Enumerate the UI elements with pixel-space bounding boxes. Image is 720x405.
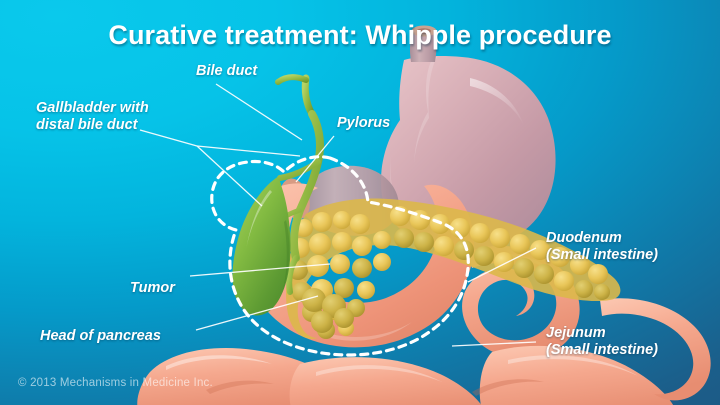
leader-head-of-pancreas <box>195 295 319 331</box>
esophagus-stub <box>409 25 437 62</box>
label-bile-duct: Bile duct <box>196 63 258 79</box>
leader-pylorus <box>295 135 335 183</box>
label-head-of-pancreas: Head of pancreas <box>40 328 161 344</box>
leader-bile-duct <box>215 83 303 141</box>
gallbladder-organ <box>232 177 291 316</box>
tumor-mass <box>302 288 354 333</box>
label-tumor: Tumor <box>130 280 175 296</box>
page-title: Curative treatment: Whipple procedure <box>108 20 612 50</box>
leader-lines <box>139 83 537 347</box>
label-jejunum: Jejunum (Small intestine) <box>546 325 658 358</box>
leader-gallbladder-branch-1 <box>196 145 263 207</box>
label-gallbladder-with-distal-bile-duct: Gallbladder with distal bile duct <box>36 100 149 133</box>
label-duodenum: Duodenum (Small intestine) <box>546 230 658 263</box>
leader-jejunum <box>451 341 537 347</box>
leader-gallbladder-branch-2 <box>196 145 301 157</box>
leader-duodenum <box>467 247 537 283</box>
leader-tumor <box>189 263 331 277</box>
copyright-notice: © 2013 Mechanisms in Medicine Inc. <box>18 377 213 389</box>
resection-boundary <box>210 155 470 357</box>
label-pylorus: Pylorus <box>337 115 391 131</box>
leader-gallbladder-stem <box>139 129 198 147</box>
duodenum-organ <box>242 183 475 348</box>
